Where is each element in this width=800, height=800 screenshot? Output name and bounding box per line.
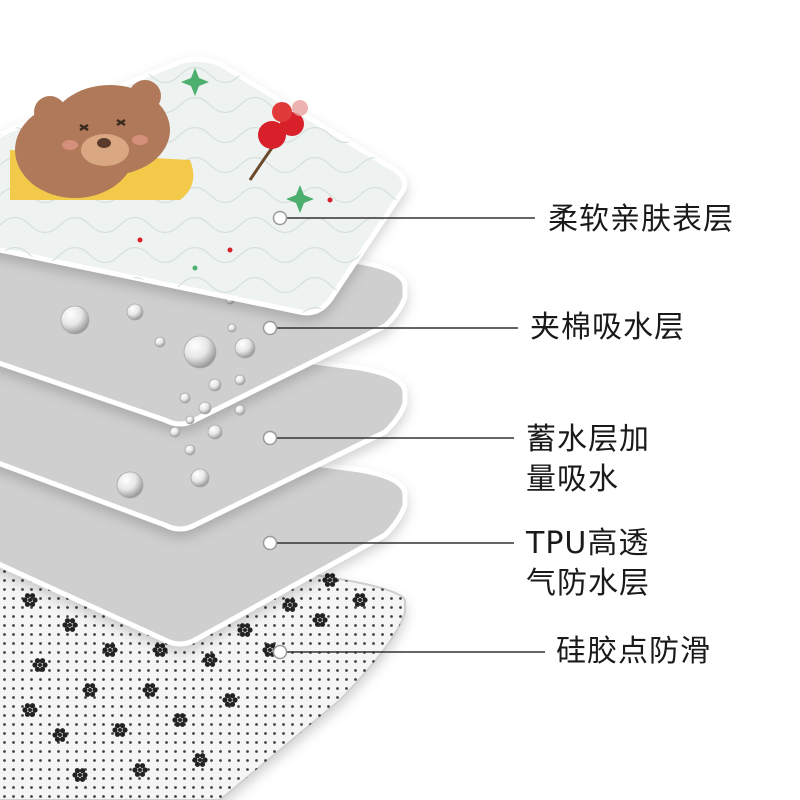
flower-mark (282, 598, 298, 612)
label-storage-layer: 蓄水层加 量吸水 (526, 420, 650, 500)
flower-mark (132, 763, 148, 777)
label-tpu-layer-line-2: 气防水层 (526, 566, 650, 601)
water-drop (234, 374, 246, 386)
bear-illustration (10, 80, 194, 200)
label-top-layer: 柔软亲肤表层 (548, 200, 734, 240)
water-drop (208, 378, 222, 392)
flower-mark (192, 753, 208, 767)
flower-mark (352, 593, 368, 607)
water-drop (207, 424, 223, 440)
flower-mark (62, 618, 78, 632)
water-drop (185, 415, 195, 425)
label-tpu-layer-line-1: TPU高透 (526, 526, 650, 561)
flower-mark (322, 573, 338, 587)
leader-lines (262, 210, 545, 660)
water-drop (169, 426, 181, 438)
water-drop (234, 337, 256, 359)
leader-anchor-dot (272, 644, 288, 660)
label-silicone-layer-line-1: 硅胶点防滑 (556, 634, 711, 669)
leader-anchor-dot (262, 535, 278, 551)
water-drop (190, 468, 210, 488)
flower-mark (112, 723, 128, 737)
flower-mark (52, 728, 68, 742)
flower-mark (152, 643, 168, 657)
flower-mark (22, 703, 38, 717)
water-drop (116, 471, 144, 499)
label-storage-layer-line-2: 量吸水 (526, 462, 619, 497)
water-drop (179, 392, 191, 404)
water-drop (184, 444, 196, 456)
label-silicone-layer: 硅胶点防滑 (556, 632, 711, 672)
water-drop (126, 303, 144, 321)
water-drop (198, 401, 212, 415)
flower-mark (32, 658, 48, 672)
flower-mark (172, 713, 188, 727)
flower-mark (202, 653, 218, 667)
flower-mark (22, 593, 38, 607)
flower-mark (72, 768, 88, 782)
label-cotton-layer-line-1: 夹棉吸水层 (530, 310, 685, 345)
water-drop (183, 335, 217, 369)
cherry-illustration (248, 100, 308, 181)
label-tpu-layer: TPU高透 气防水层 (526, 524, 650, 604)
label-storage-layer-line-1: 蓄水层加 (526, 422, 650, 457)
label-cotton-layer: 夹棉吸水层 (530, 308, 685, 348)
water-drop (60, 305, 90, 335)
flower-mark (142, 683, 158, 697)
flower-mark (82, 683, 98, 697)
flower-mark (102, 643, 118, 657)
leader-anchor-dot (272, 210, 288, 226)
water-drop (234, 404, 246, 416)
water-drop (154, 336, 166, 348)
water-drop (227, 323, 237, 333)
flower-mark (237, 623, 253, 637)
flower-mark (222, 693, 238, 707)
sparkle-decoration (137, 68, 333, 271)
flower-mark (312, 613, 328, 627)
leader-anchor-dot (262, 430, 278, 446)
top-layer-sheet (0, 56, 408, 316)
label-top-layer-line-1: 柔软亲肤表层 (548, 202, 734, 237)
leader-anchor-dot (262, 320, 278, 336)
